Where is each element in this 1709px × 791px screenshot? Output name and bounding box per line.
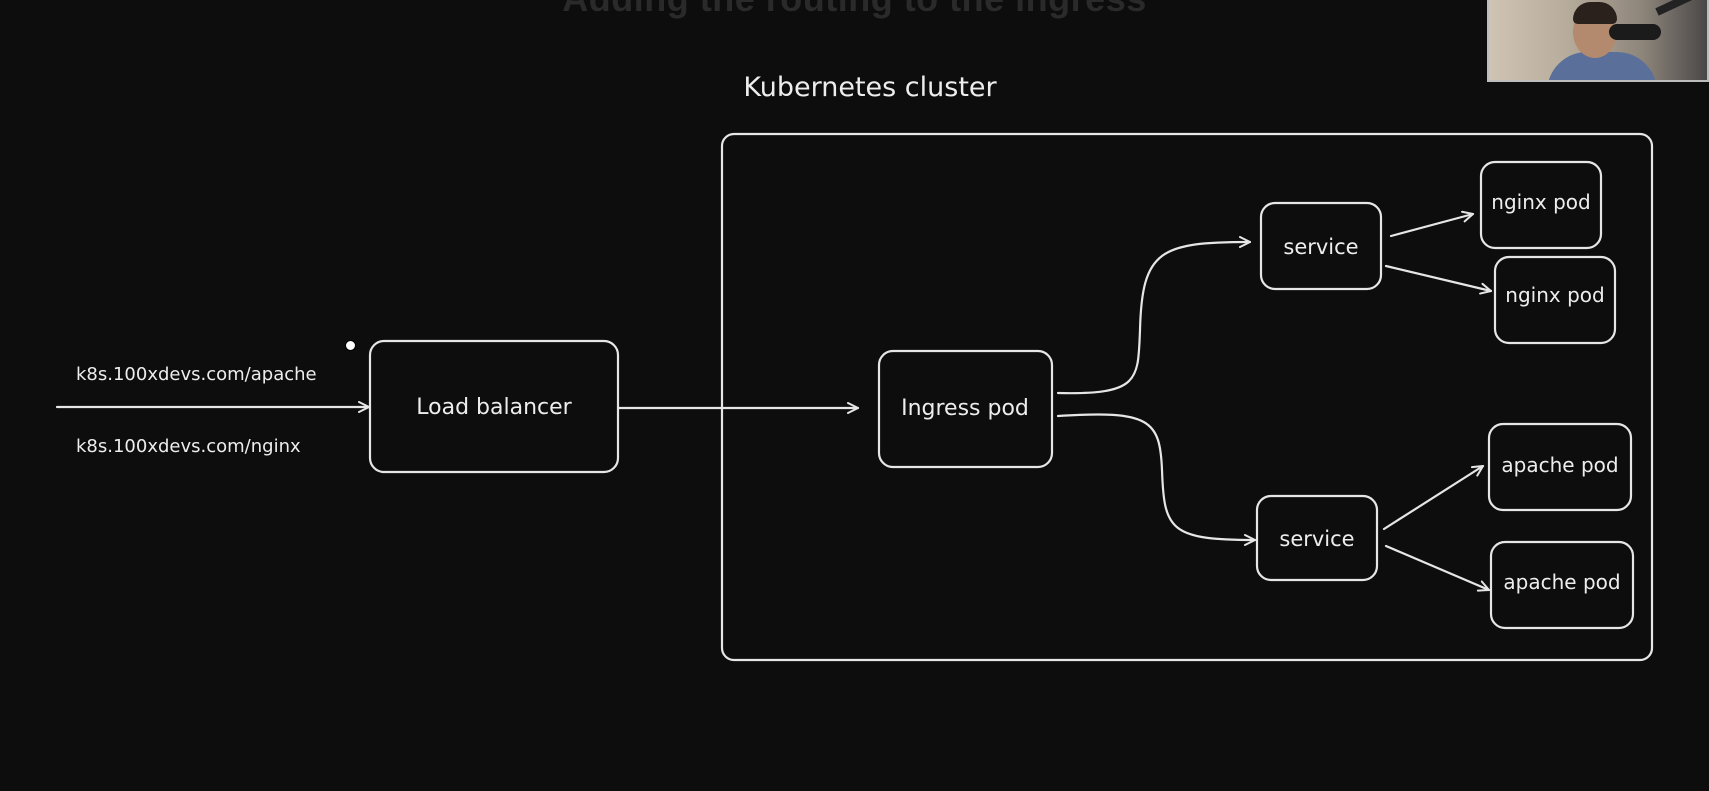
apache-pod-2-node[interactable]: apache pod — [1489, 540, 1635, 630]
arrow-service-to-nginx-1 — [1389, 210, 1475, 238]
nginx-pod-1-label: nginx pod — [1491, 190, 1590, 214]
arrow-service-to-apache-1 — [1382, 464, 1485, 531]
nginx-pod-1-node[interactable]: nginx pod — [1479, 160, 1603, 250]
url-apache-label: k8s.100xdevs.com/apache — [76, 364, 317, 385]
apache-pod-1-label: apache pod — [1501, 453, 1618, 477]
presenter-hair — [1573, 2, 1617, 24]
load-balancer-label: Load balancer — [416, 395, 572, 420]
nginx-pod-2-node[interactable]: nginx pod — [1493, 255, 1617, 345]
service-top-label: service — [1283, 235, 1358, 259]
cursor-dot-icon — [345, 340, 356, 351]
apache-pod-2-label: apache pod — [1503, 570, 1620, 594]
arrow-ingress-to-service-top — [1056, 236, 1252, 395]
service-bottom-node[interactable]: service — [1255, 494, 1379, 582]
kubernetes-cluster-box — [720, 132, 1654, 662]
nginx-pod-2-label: nginx pod — [1505, 283, 1604, 307]
arrow-service-to-apache-2 — [1384, 544, 1491, 592]
arrow-ingress-to-service-bottom — [1056, 413, 1257, 546]
cluster-label: Kubernetes cluster — [743, 72, 997, 103]
arrow-service-to-nginx-2 — [1384, 264, 1493, 295]
microphone-icon — [1609, 24, 1661, 40]
apache-pod-1-node[interactable]: apache pod — [1487, 422, 1633, 512]
ingress-pod-label: Ingress pod — [901, 396, 1029, 421]
webcam-feed — [1487, 0, 1709, 82]
mic-arm — [1655, 0, 1707, 16]
url-nginx-label: k8s.100xdevs.com/nginx — [76, 436, 301, 457]
service-top-node[interactable]: service — [1259, 201, 1383, 291]
service-bottom-label: service — [1279, 527, 1354, 551]
load-balancer-node[interactable]: Load balancer — [368, 339, 620, 474]
ingress-pod-node[interactable]: Ingress pod — [877, 349, 1054, 469]
slide-title: Adding the routing to the ingress — [0, 0, 1709, 20]
